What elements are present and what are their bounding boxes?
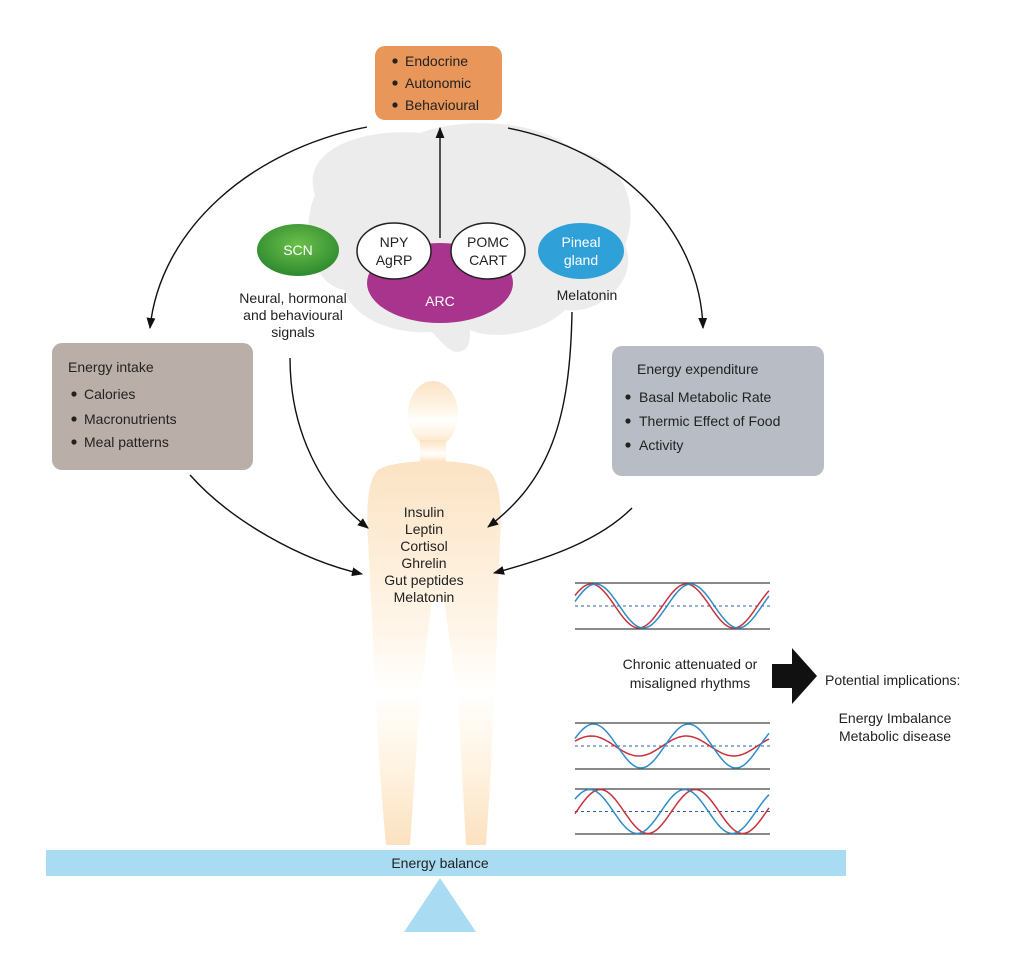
hormone-item: Ghrelin bbox=[401, 555, 446, 571]
hormone-item: Insulin bbox=[404, 504, 444, 520]
outputs-bullet: Autonomic bbox=[405, 75, 471, 91]
rhythm-wave bbox=[574, 788, 770, 835]
pineal-gland-oval bbox=[538, 223, 624, 279]
npy-label: NPY bbox=[380, 234, 409, 250]
outputs-box bbox=[375, 46, 502, 120]
outputs-box-bullets: Endocrine Autonomic Behavioural bbox=[392, 53, 479, 113]
pomc-cart-oval bbox=[450, 222, 526, 280]
gland-label: gland bbox=[564, 252, 598, 268]
energy-intake-bullet: Calories bbox=[84, 386, 135, 402]
arrow-melatonin-to-body bbox=[487, 311, 573, 528]
rhythm-text-line: Chronic attenuated or bbox=[623, 656, 758, 672]
pineal-label: Pineal bbox=[562, 234, 601, 250]
energy-expenditure-title: Energy expenditure bbox=[637, 361, 759, 377]
hormone-item: Melatonin bbox=[394, 589, 455, 605]
arrow-expenditure-to-body bbox=[492, 507, 633, 575]
neural-signals-line: signals bbox=[271, 324, 315, 340]
melatonin-label: Melatonin bbox=[557, 287, 618, 303]
neural-signals-line: and behavioural bbox=[243, 307, 343, 323]
rhythm-wave bbox=[574, 583, 770, 629]
rhythm-wave bbox=[574, 788, 770, 835]
rhythm-wave bbox=[574, 735, 770, 757]
energy-balance-bar bbox=[46, 850, 846, 876]
arc-label: ARC bbox=[425, 293, 455, 309]
scn-label: SCN bbox=[283, 242, 313, 258]
energy-expenditure-bullet: Activity bbox=[639, 437, 683, 453]
fulcrum-triangle bbox=[404, 878, 476, 932]
energy-intake-title: Energy intake bbox=[68, 359, 154, 375]
scn-oval bbox=[257, 224, 339, 276]
arrow-intake-to-body bbox=[189, 474, 364, 577]
rhythm-text-line: misaligned rhythms bbox=[630, 675, 751, 691]
energy-intake-bullet: Macronutrients bbox=[84, 411, 177, 427]
flow-arrows bbox=[146, 126, 708, 577]
npy-agrp-oval bbox=[356, 222, 432, 280]
neural-signals-line: Neural, hormonal bbox=[239, 290, 346, 306]
energy-intake-box bbox=[52, 343, 253, 470]
human-body-silhouette bbox=[367, 381, 501, 845]
outputs-bullet: Behavioural bbox=[405, 97, 479, 113]
arrow-outputs-to-expenditure bbox=[507, 127, 708, 330]
hormone-item: Leptin bbox=[405, 521, 443, 537]
agrp-label: AgRP bbox=[376, 252, 413, 268]
hormone-item: Gut peptides bbox=[384, 572, 463, 588]
implication-arrow-icon bbox=[772, 648, 817, 704]
outputs-bullet: Endocrine bbox=[405, 53, 468, 69]
energy-expenditure-bullet: Thermic Effect of Food bbox=[639, 413, 780, 429]
energy-intake-bullet: Meal patterns bbox=[84, 434, 169, 450]
energy-expenditure-bullet: Basal Metabolic Rate bbox=[639, 389, 772, 405]
pomc-label: POMC bbox=[467, 234, 509, 250]
arrow-neural-to-body bbox=[289, 357, 369, 529]
cart-label: CART bbox=[469, 252, 507, 268]
energy-balance-label: Energy balance bbox=[391, 855, 489, 871]
rhythm-graphs bbox=[574, 582, 770, 835]
hormone-list: Insulin Leptin Cortisol Ghrelin Gut pept… bbox=[384, 504, 463, 605]
hormone-item: Cortisol bbox=[400, 538, 447, 554]
arrow-outputs-to-intake bbox=[146, 126, 368, 330]
rhythm-wave bbox=[574, 723, 770, 769]
energy-expenditure-box bbox=[612, 346, 824, 476]
implication-item: Energy Imbalance bbox=[839, 710, 952, 726]
implications-title: Potential implications: bbox=[825, 672, 960, 688]
implication-item: Metabolic disease bbox=[839, 728, 951, 744]
